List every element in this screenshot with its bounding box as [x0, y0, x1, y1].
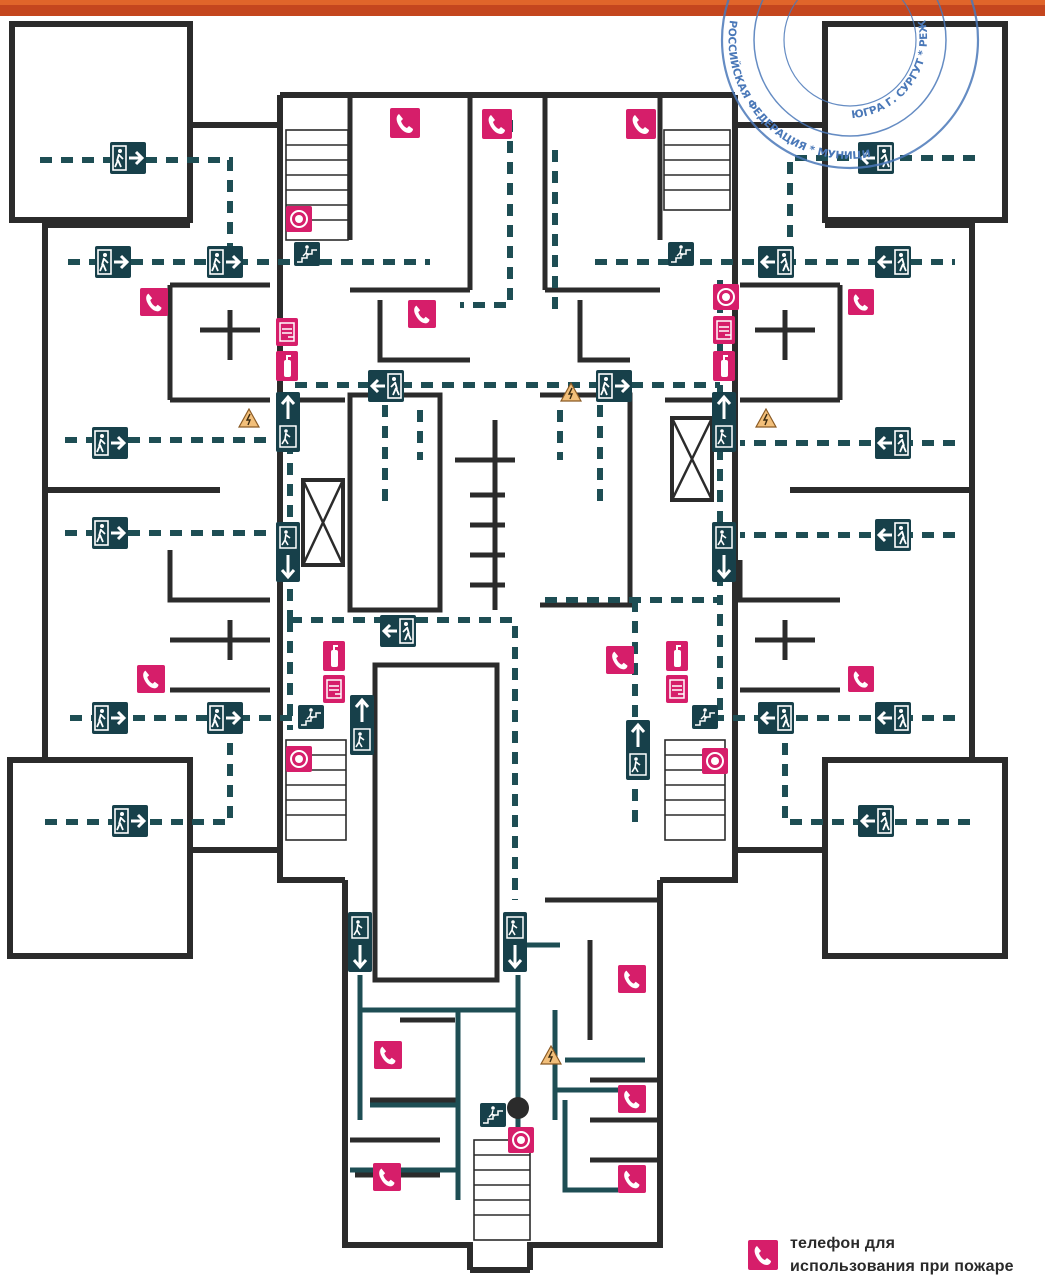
legend-line-1: телефон для [790, 1235, 896, 1252]
staircase [285, 129, 731, 1241]
interior-walls [167, 95, 843, 1178]
elevator-icon [301, 416, 714, 567]
stairs-icon [294, 242, 718, 1127]
legend-line-2: использования при пожаре [790, 1258, 1014, 1275]
legend-phone-icon [748, 1240, 778, 1270]
seal-inner-text: ЮГРА Г. СУРГУТ * РЕЖДЕНИЕ [0, 0, 930, 121]
evacuation-route [40, 120, 975, 900]
central-atrium [372, 662, 500, 983]
legend: телефон для использования при пожаре [748, 1232, 1045, 1282]
legend-label: телефон для использования при пожаре [790, 1232, 1014, 1278]
svg-text:ЮГРА Г. СУРГУТ * РЕЖДЕНИЕ: ЮГРА Г. СУРГУТ * РЕЖДЕНИЕ [0, 0, 930, 121]
